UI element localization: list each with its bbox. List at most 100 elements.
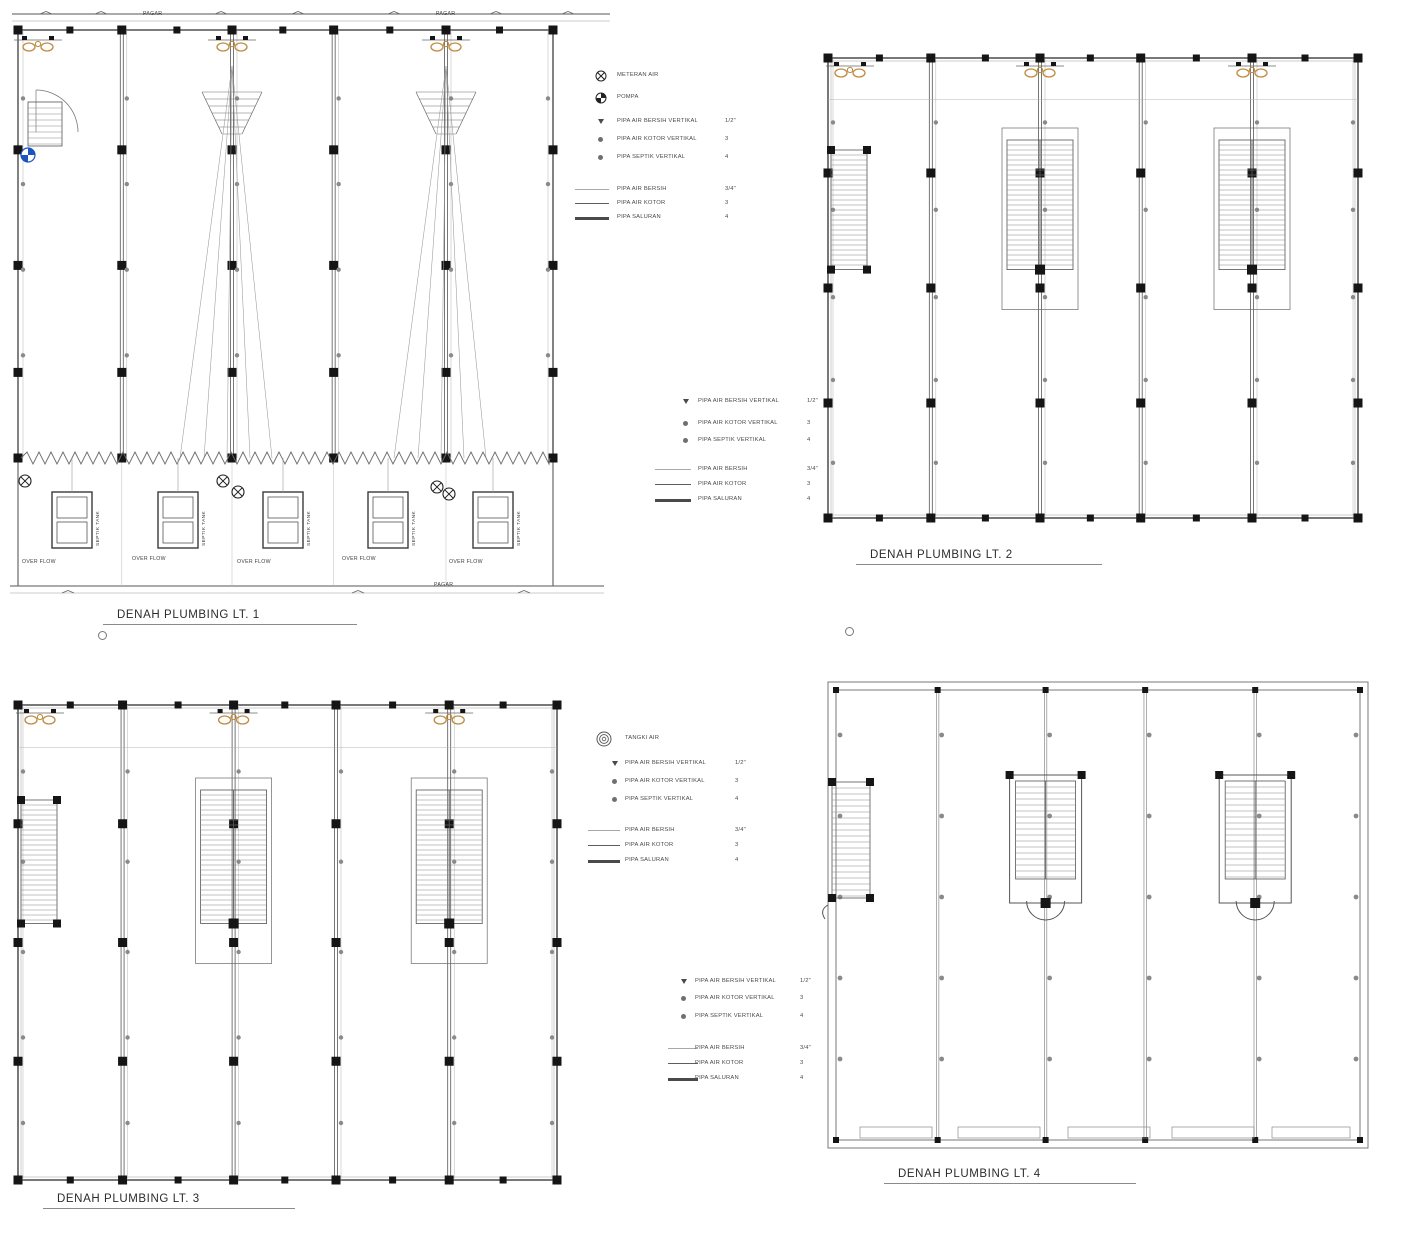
legend-item: TANGKI AIR xyxy=(588,731,760,747)
legend-size: 3 xyxy=(735,842,739,848)
legend-lt3: TANGKI AIR PIPA AIR BERSIH VERTIKAL 1/2"… xyxy=(588,731,760,868)
over-flow-label: OVER FLOW xyxy=(449,559,483,565)
legend-item: PIPA AIR BERSIH VERTIKAL 1/2" xyxy=(588,760,760,770)
septic-riser-icon xyxy=(681,1014,686,1019)
legend-label: PIPA AIR KOTOR xyxy=(625,842,674,848)
reference-circle xyxy=(98,631,107,640)
pagar-label: PAGAR xyxy=(436,11,456,17)
legend-item: PIPA SEPTIK VERTIKAL 4 xyxy=(668,1013,828,1023)
legend-label: PIPA AIR KOTOR VERTIKAL xyxy=(625,778,705,784)
legend-size: 4 xyxy=(800,1013,804,1019)
plan-title-lt1: DENAH PLUMBING LT. 1 xyxy=(103,609,357,625)
septic-riser-icon xyxy=(683,438,688,443)
legend-label: PIPA AIR KOTOR VERTIKAL xyxy=(617,136,697,142)
clean-water-line-icon xyxy=(655,469,691,470)
plan-title-lt4: DENAH PLUMBING LT. 4 xyxy=(884,1168,1136,1184)
legend-size: 4 xyxy=(807,437,811,443)
dirty-water-riser-icon xyxy=(612,779,617,784)
dirty-water-riser-icon xyxy=(681,996,686,1001)
legend-label: METERAN AIR xyxy=(617,72,659,78)
legend-item: PIPA SALURAN 4 xyxy=(575,214,753,224)
clean-water-riser-icon xyxy=(681,979,687,984)
floor-plan-drawing-lt4 xyxy=(822,681,1369,1149)
legend-label: PIPA AIR BERSIH VERTIKAL xyxy=(698,398,779,404)
over-flow-label: OVER FLOW xyxy=(342,556,376,562)
legend-item: PIPA AIR BERSIH VERTIKAL 1/2" xyxy=(575,118,753,128)
over-flow-label: OVER FLOW xyxy=(132,556,166,562)
legend-size: 1/2" xyxy=(800,978,811,984)
legend-item: PIPA AIR BERSIH VERTIKAL 1/2" xyxy=(668,978,828,988)
legend-item: METERAN AIR xyxy=(575,70,753,82)
legend-size: 3 xyxy=(725,136,729,142)
legend-size: 4 xyxy=(735,857,739,863)
legend-item: PIPA AIR KOTOR 3 xyxy=(668,1060,828,1070)
legend-item: PIPA AIR KOTOR 3 xyxy=(588,842,760,852)
pagar-label: PAGAR xyxy=(434,582,454,588)
legend-item: PIPA AIR BERSIH 3/4" xyxy=(575,186,753,196)
legend-size: 4 xyxy=(725,214,729,220)
clean-water-riser-icon xyxy=(612,761,618,766)
dirty-water-line-icon xyxy=(575,203,609,204)
clean-water-line-icon xyxy=(668,1048,698,1049)
legend-label: PIPA AIR KOTOR xyxy=(695,1060,744,1066)
pagar-label: PAGAR xyxy=(143,11,163,17)
legend-item: PIPA AIR KOTOR 3 xyxy=(655,481,830,491)
legend-item: PIPA SALURAN 4 xyxy=(668,1075,828,1085)
legend-label: PIPA SEPTIK VERTIKAL xyxy=(695,1013,764,1019)
legend-label: PIPA AIR BERSIH xyxy=(617,186,667,192)
legend-size: 3 xyxy=(735,778,739,784)
legend-label: PIPA SALURAN xyxy=(625,857,669,863)
over-flow-label: OVER FLOW xyxy=(22,559,56,565)
water-tank-icon xyxy=(596,731,612,747)
legend-size: 4 xyxy=(807,496,811,502)
legend-size: 1/2" xyxy=(725,118,736,124)
legend-item: PIPA SEPTIK VERTIKAL 4 xyxy=(655,437,830,447)
legend-size: 3/4" xyxy=(735,827,746,833)
legend-lt2: PIPA AIR BERSIH VERTIKAL 1/2" PIPA AIR K… xyxy=(655,392,830,507)
legend-label: PIPA SALURAN xyxy=(698,496,742,502)
legend-size: 1/2" xyxy=(735,760,746,766)
legend-label: PIPA SEPTIK VERTIKAL xyxy=(625,796,694,802)
drain-line-icon xyxy=(668,1078,698,1081)
legend-label: PIPA AIR KOTOR xyxy=(698,481,747,487)
legend-size: 3 xyxy=(725,200,729,206)
legend-label: PIPA AIR KOTOR VERTIKAL xyxy=(695,995,775,1001)
drain-line-icon xyxy=(575,217,609,220)
legend-size: 3 xyxy=(800,1060,804,1066)
legend-size: 3 xyxy=(807,481,811,487)
legend-item: PIPA SEPTIK VERTIKAL 4 xyxy=(588,796,760,806)
plan-title-text: DENAH PLUMBING LT. 1 xyxy=(117,609,260,621)
legend-size: 4 xyxy=(735,796,739,802)
septic-riser-icon xyxy=(612,797,617,802)
over-flow-label: OVER FLOW xyxy=(237,559,271,565)
legend-label: PIPA AIR BERSIH VERTIKAL xyxy=(625,760,706,766)
legend-label: POMPA xyxy=(617,94,639,100)
septic-riser-icon xyxy=(598,155,603,160)
legend-item: PIPA AIR BERSIH VERTIKAL 1/2" xyxy=(655,398,830,408)
clean-water-line-icon xyxy=(575,189,609,190)
legend-item: PIPA AIR KOTOR 3 xyxy=(575,200,753,210)
water-meter-icon xyxy=(595,70,607,82)
legend-item: PIPA SALURAN 4 xyxy=(655,496,830,506)
septik-tank-label: SEPTIK TANK xyxy=(96,510,101,546)
floor-plan-drawing-lt2 xyxy=(823,53,1363,523)
legend-size: 1/2" xyxy=(807,398,818,404)
legend-item: PIPA AIR KOTOR VERTIKAL 3 xyxy=(588,778,760,788)
legend-item: PIPA AIR KOTOR VERTIKAL 3 xyxy=(655,420,830,430)
legend-label: PIPA SEPTIK VERTIKAL xyxy=(698,437,767,443)
legend-item: PIPA AIR BERSIH 3/4" xyxy=(655,466,830,476)
legend-item: PIPA AIR KOTOR VERTIKAL 3 xyxy=(668,995,828,1005)
legend-size: 3/4" xyxy=(800,1045,811,1051)
septik-tank-label: SEPTIK TANK xyxy=(307,510,312,546)
plan-title-text: DENAH PLUMBING LT. 3 xyxy=(57,1193,200,1205)
drain-line-icon xyxy=(655,499,691,502)
legend-size: 3 xyxy=(800,995,804,1001)
floor-plan-drawing-lt3 xyxy=(13,700,562,1185)
legend-label: TANGKI AIR xyxy=(625,735,660,741)
legend-item: PIPA SALURAN 4 xyxy=(588,857,760,867)
legend-item: PIPA AIR BERSIH 3/4" xyxy=(588,827,760,837)
plan-title-lt2: DENAH PLUMBING LT. 2 xyxy=(856,549,1102,565)
legend-lt4: PIPA AIR BERSIH VERTIKAL 1/2" PIPA AIR K… xyxy=(668,973,828,1085)
clean-water-line-icon xyxy=(588,830,620,831)
legend-item: POMPA xyxy=(575,92,753,104)
